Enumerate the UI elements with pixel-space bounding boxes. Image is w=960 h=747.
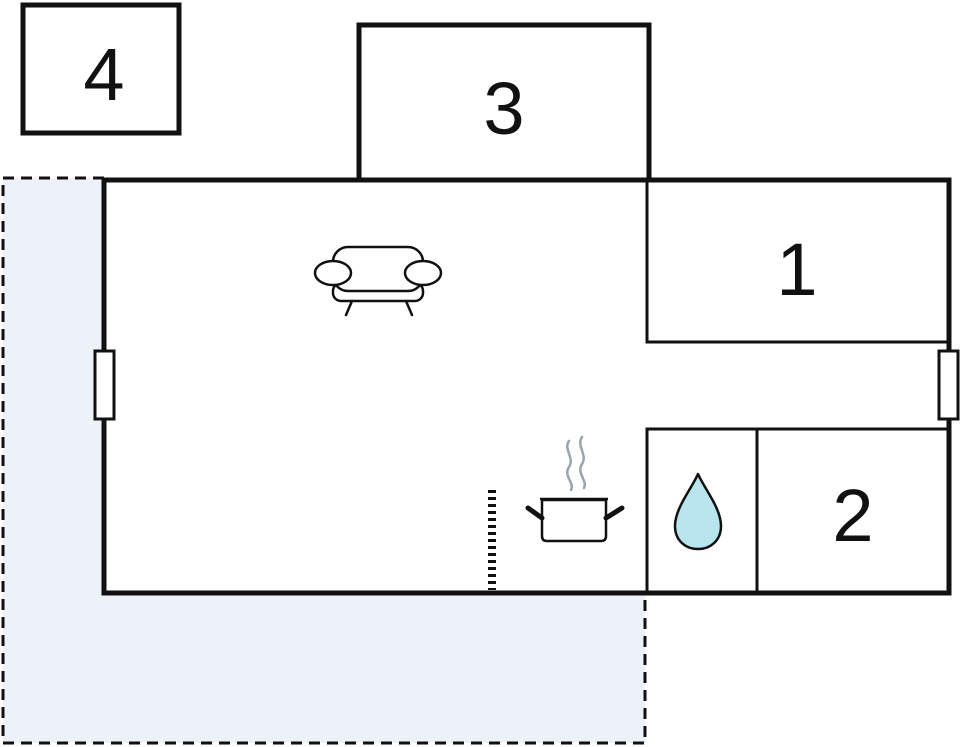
room-3-label: 3 <box>483 67 524 150</box>
bathroom-walls <box>645 427 947 593</box>
room-4-label: 4 <box>83 33 124 116</box>
main-building-outline <box>101 177 952 596</box>
terrace-area <box>1 176 647 745</box>
water-drop-icon <box>673 472 723 551</box>
pot-handle-left <box>525 505 545 521</box>
room-4: 4 <box>20 2 182 136</box>
sofa-icon <box>313 245 443 317</box>
pot-handle-right <box>603 505 625 521</box>
terrace-dashed-border <box>1 176 647 745</box>
sofa-arm-left <box>313 259 353 287</box>
room-2: 2 <box>832 474 873 557</box>
sofa-arm-right <box>403 259 443 287</box>
room-1-label: 1 <box>776 228 817 311</box>
steam-icon <box>566 435 587 492</box>
room-2-label: 2 <box>832 474 873 557</box>
room-4-outline <box>20 2 182 136</box>
room-1-walls <box>645 180 949 344</box>
terrace-fill <box>3 178 645 743</box>
window-right <box>937 349 960 421</box>
bathroom <box>645 427 947 593</box>
pot-body <box>540 498 608 543</box>
window-left <box>93 349 116 421</box>
cooking-pot-icon <box>525 435 625 543</box>
room-1: 1 <box>645 180 949 344</box>
sofa-leg-right <box>404 299 414 317</box>
sofa-leg-left <box>344 299 354 317</box>
room-3: 3 <box>356 22 652 183</box>
